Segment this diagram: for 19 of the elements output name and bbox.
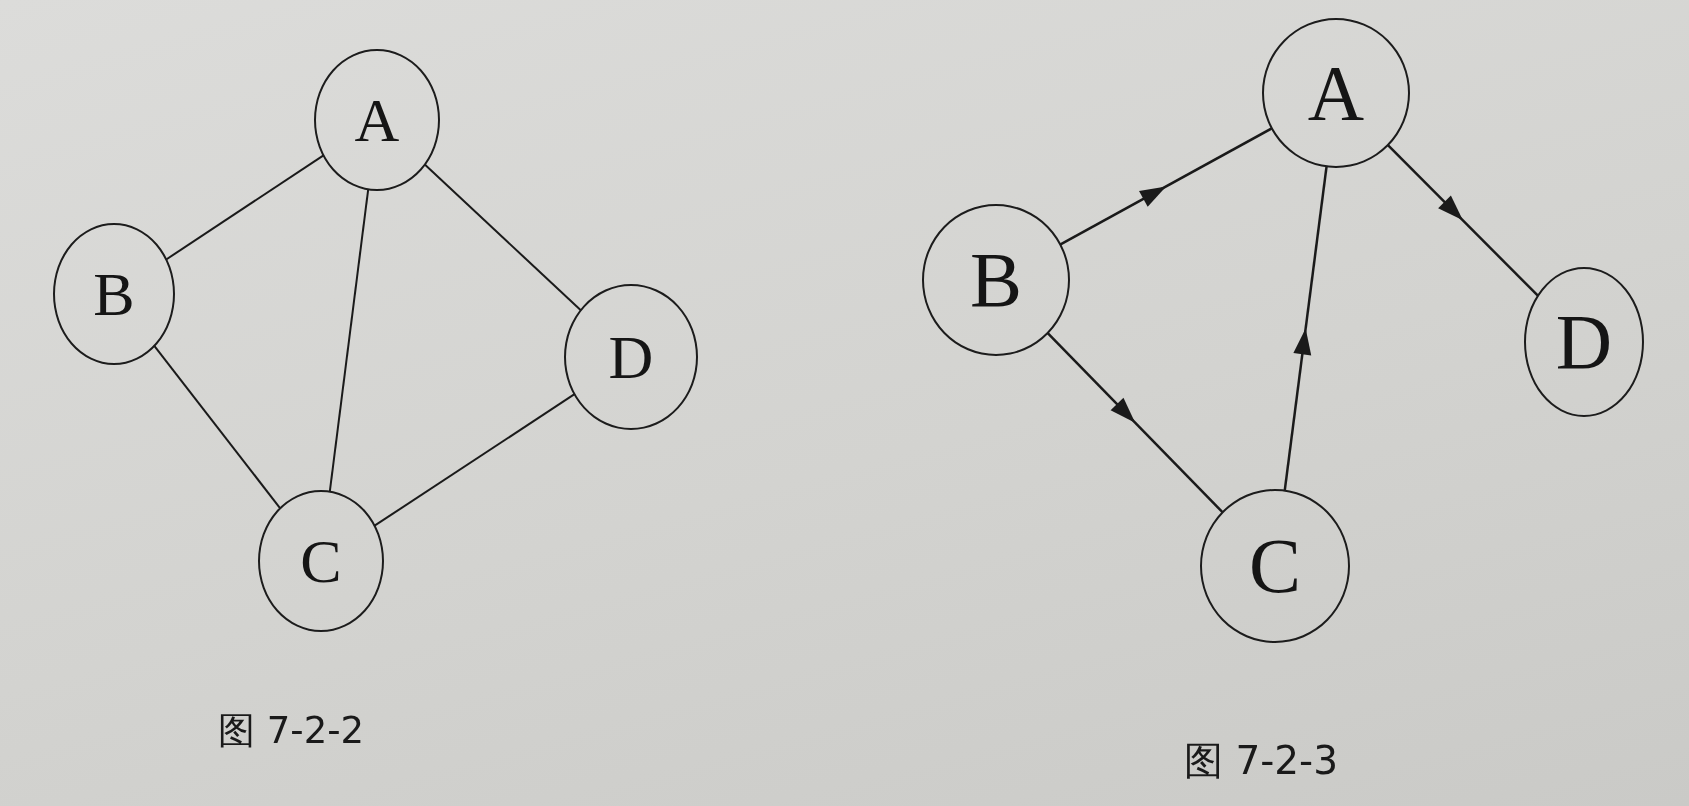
- node-circle: D: [1524, 267, 1644, 417]
- connector-line: [423, 163, 582, 312]
- connector-line: [153, 344, 282, 510]
- arrow: [1059, 127, 1273, 246]
- node-circle: C: [258, 490, 384, 632]
- figure-caption: 图 7-2-3: [1184, 741, 1338, 780]
- node-circle: A: [314, 49, 440, 191]
- node-circle: A: [1262, 18, 1410, 168]
- arrow: [1386, 144, 1539, 297]
- node-circle: B: [922, 204, 1070, 356]
- arrow: [1046, 331, 1224, 514]
- arrow: [1283, 165, 1328, 492]
- connector-line: [165, 154, 325, 261]
- node-circle: C: [1200, 489, 1350, 643]
- node-circle: D: [564, 284, 698, 430]
- figure-caption: 图 7-2-2: [218, 712, 365, 749]
- connector-line: [328, 188, 370, 493]
- node-circle: B: [53, 223, 175, 365]
- connector-line: [373, 393, 576, 527]
